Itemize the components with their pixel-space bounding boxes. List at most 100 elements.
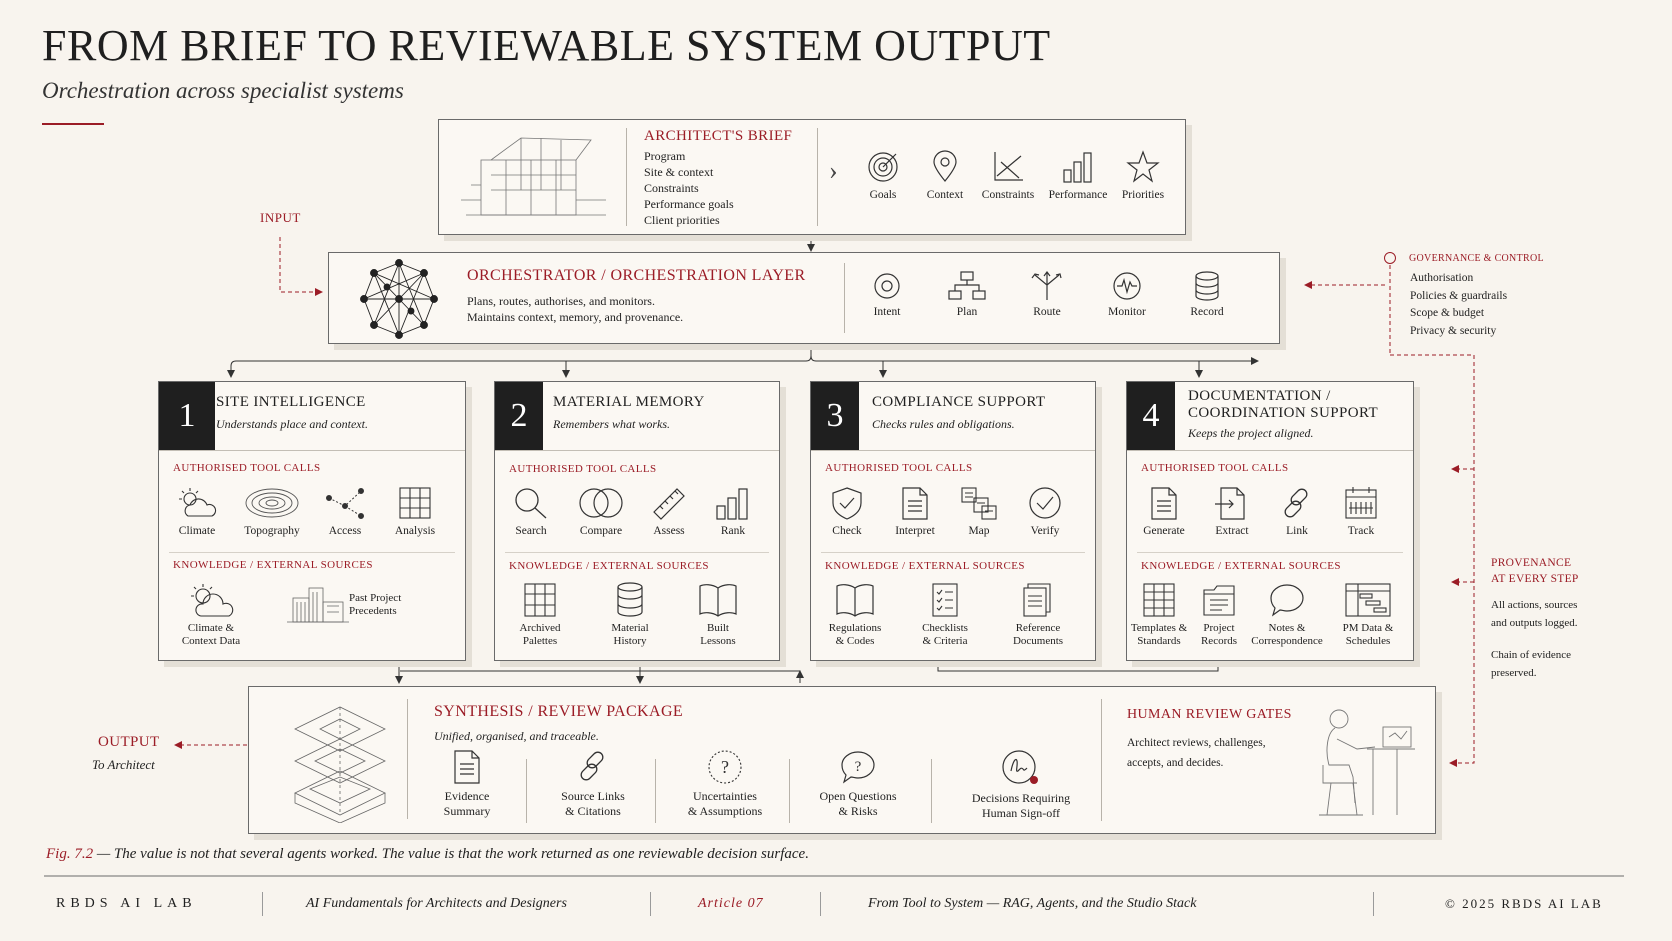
knowledge-past-precedents: Past Project Precedents: [349, 592, 401, 618]
monitor-label: Monitor: [1108, 306, 1146, 318]
target-icon: [868, 152, 898, 182]
agent-rule: [1127, 450, 1413, 451]
synthesis-open-questions: ? Open Questions& Risks: [795, 749, 921, 819]
synthesis-label: Source Links: [561, 789, 625, 803]
building-sketch-illustration: [461, 137, 606, 216]
link-icon: [580, 751, 604, 781]
provenance-text: All actions, sources and outputs logged.…: [1491, 596, 1577, 682]
precedent-building-icon: [287, 587, 349, 623]
provenance-title: PROVENANCE AT EVERY STEP: [1491, 555, 1579, 587]
provenance-text-line: All actions, sources: [1491, 599, 1578, 611]
context-label: Context: [926, 189, 964, 201]
footer-copyright: © 2025 RBDS AI LAB: [1445, 896, 1603, 911]
synthesis-uncertainties: ? Uncertainties& Assumptions: [661, 749, 789, 819]
output-sub: To Architect: [92, 757, 155, 772]
knowledge-label: Reference: [1015, 622, 1061, 634]
document-icon: [1151, 487, 1177, 520]
knowledge-notes: Notes &Correspondence: [1245, 582, 1329, 648]
knowledge-label: Regulations: [828, 622, 882, 634]
knowledge-label: Correspondence: [1251, 635, 1323, 647]
grid-icon: [399, 487, 431, 519]
knowledge-label: & Criteria: [922, 635, 968, 647]
brief-divider: [626, 128, 627, 226]
footer-divider: [650, 892, 651, 916]
knowledge-label: & Codes: [835, 635, 875, 647]
knowledge-heading: KNOWLEDGE / EXTERNAL SOURCES: [1141, 560, 1341, 572]
footer-article: Article 07: [698, 896, 764, 911]
venn-compare-icon: [579, 488, 623, 518]
tool-label: Extract: [1215, 525, 1249, 537]
constraints-label: Constraints: [981, 189, 1035, 201]
plan-label: Plan: [956, 306, 978, 318]
question-bubble-icon: ?: [841, 751, 875, 784]
document-icon: [902, 487, 928, 520]
synthesis-label: & Risks: [838, 804, 878, 818]
knowledge-label: History: [613, 635, 647, 647]
synthesis-source-links: Source Links& Citations: [533, 749, 653, 819]
human-review-text: Architect reviews, challenges, accepts, …: [1127, 733, 1266, 773]
tool-interpret: Interpret: [885, 486, 945, 538]
synthesis-label: Summary: [443, 804, 491, 818]
agent-desc: Remembers what works.: [553, 417, 670, 431]
knowledge-regulations: Regulations& Codes: [815, 582, 895, 648]
bar-chart-icon: [1063, 152, 1092, 183]
palette-grid-icon: [524, 583, 556, 617]
human-review-line: accepts, and decides.: [1127, 757, 1224, 769]
agent-rule: [495, 450, 779, 451]
agent-number: 4: [1127, 382, 1175, 450]
synthesis-item-divider: [526, 759, 527, 823]
synthesis-panel: SYNTHESIS / REVIEW PACKAGE Unified, orga…: [248, 686, 1436, 834]
agent-number: 1: [159, 382, 215, 450]
extract-doc-icon: [1215, 487, 1245, 520]
chevron-right-icon: ›: [829, 156, 838, 185]
priorities-item: Priorities: [1111, 150, 1175, 202]
agent-desc: Understands place and context.: [216, 417, 368, 431]
agent-rule: [505, 552, 769, 553]
page-title: FROM BRIEF TO REVIEWABLE SYSTEM OUTPUT: [42, 21, 1051, 70]
goals-item: Goals: [853, 150, 913, 202]
footer-course: AI Fundamentals for Architects and Desig…: [306, 896, 567, 911]
tool-access: Access: [315, 486, 375, 538]
knowledge-pm-data: PM Data &Schedules: [1331, 582, 1405, 648]
intent-item: Intent: [857, 271, 917, 319]
intent-label: Intent: [873, 306, 901, 318]
agent-title: MATERIAL MEMORY: [553, 394, 705, 410]
tool-label: Check: [832, 525, 862, 537]
provenance-title-line-1: PROVENANCE: [1491, 557, 1572, 569]
synthesis-desc: Unified, organised, and traceable.: [434, 729, 599, 743]
gantt-chart-icon: [1345, 583, 1391, 617]
knowledge-label: Notes &: [1268, 622, 1306, 634]
tool-extract: Extract: [1201, 486, 1263, 538]
sun-cloud-icon: [179, 488, 217, 517]
exploded-axonometric-illustration: [294, 706, 386, 823]
template-grid-icon: [1143, 583, 1175, 617]
tools-heading: AUTHORISED TOOL CALLS: [509, 463, 657, 475]
tool-track: Track: [1331, 486, 1391, 538]
database-icon: [1195, 271, 1219, 301]
agent-material-memory: 2 MATERIAL MEMORY Remembers what works. …: [494, 381, 780, 661]
agent-site-intelligence: 1 SITE INTELLIGENCE Understands place an…: [158, 381, 466, 661]
agent-rule: [159, 450, 465, 451]
bar-chart-icon: [716, 488, 748, 520]
tool-label: Verify: [1030, 525, 1060, 537]
provenance-title-line-2: AT EVERY STEP: [1491, 573, 1579, 585]
agent-title: DOCUMENTATION / COORDINATION SUPPORT: [1188, 388, 1378, 422]
provenance-text-line: preserved.: [1491, 667, 1537, 679]
orchestrator-line-2: Maintains context, memory, and provenanc…: [467, 310, 684, 324]
footer-divider: [1373, 892, 1374, 916]
brief-item: Performance goals: [644, 197, 734, 211]
tool-label: Rank: [720, 525, 746, 537]
footer-divider: [262, 892, 263, 916]
tool-rank: Rank: [705, 486, 761, 538]
knowledge-label: Precedents: [349, 605, 397, 617]
governance-marker-icon: [1384, 252, 1396, 264]
knowledge-label: Lessons: [700, 635, 736, 647]
context-item: Context: [915, 150, 975, 202]
tool-compare: Compare: [569, 486, 633, 538]
tool-label: Map: [968, 525, 990, 537]
synthesis-label: Evidence: [444, 789, 490, 803]
knowledge-label: Material: [611, 622, 649, 634]
page-subtitle: Orchestration across specialist systems: [42, 78, 404, 103]
ruler-icon: [653, 488, 685, 520]
